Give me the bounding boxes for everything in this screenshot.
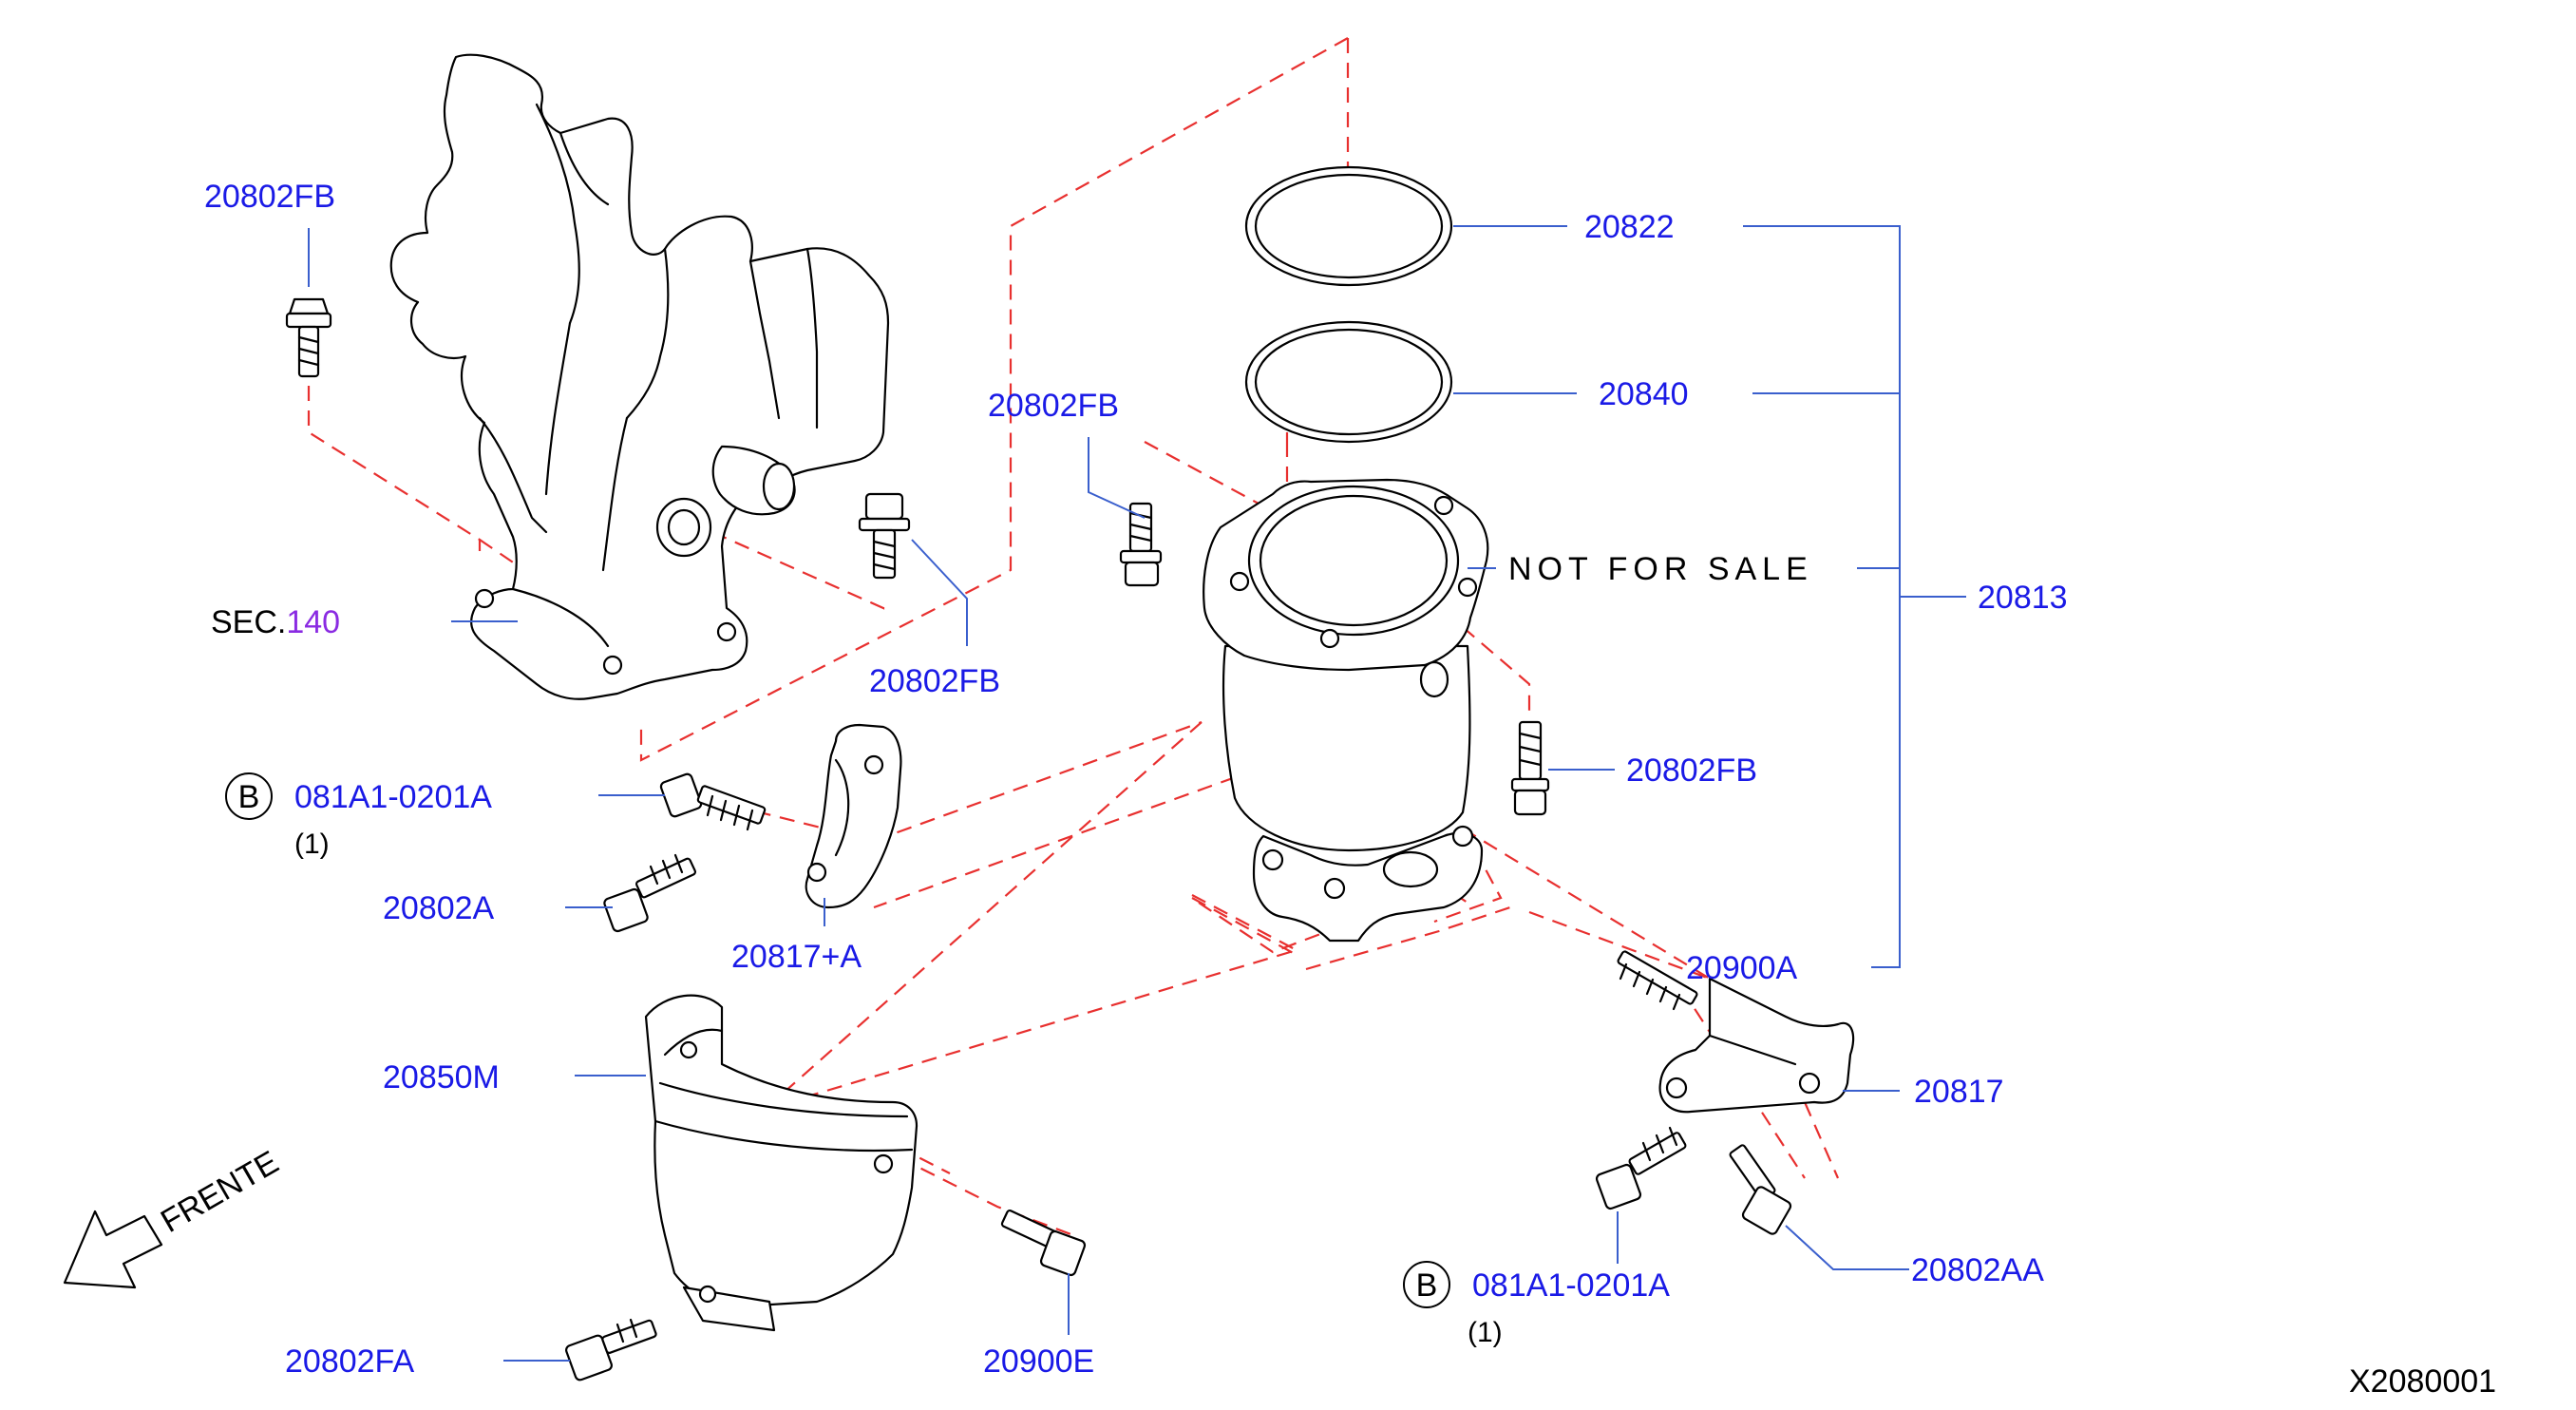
bolt-20802fb-top-left	[285, 297, 332, 378]
bolt-20802fb-lower	[1119, 502, 1163, 587]
label-20802fb-right: 20802FB	[1626, 753, 1757, 789]
exhaust-manifold	[389, 53, 890, 700]
label-20817: 20817	[1914, 1074, 2004, 1110]
callout-b-lower: B 081A1-0201A (1)	[1403, 1261, 1670, 1348]
label-20802fb-lower: 20802FB	[869, 663, 1000, 699]
bolt-081a1-0201a-lower	[1595, 1126, 1687, 1210]
gasket-ring-20822	[1244, 165, 1453, 287]
label-20850m: 20850M	[383, 1059, 500, 1096]
stud-20900a	[1617, 950, 1698, 1011]
callout-qty: (1)	[1468, 1317, 1503, 1348]
label-20802aa: 20802AA	[1911, 1252, 2044, 1288]
label-20900a: 20900A	[1686, 950, 1798, 986]
front-direction-indicator: FRENTE	[63, 1144, 285, 1289]
callout-badge: B	[238, 779, 260, 815]
leader-lines	[308, 225, 1966, 1362]
bolt-20802fb-mid	[858, 492, 911, 580]
front-arrow-icon	[63, 1210, 163, 1289]
label-20802a: 20802A	[383, 890, 495, 926]
callout-badge-circle	[1403, 1261, 1450, 1308]
diagram-code: X2080001	[2349, 1363, 2496, 1400]
catalytic-converter	[1203, 478, 1489, 943]
section-number: 140	[286, 604, 340, 640]
section-prefix: SEC.	[211, 604, 286, 640]
bracket-20817	[1658, 977, 1855, 1114]
bracket-20817-a	[805, 723, 902, 909]
label-20802fb-top-left: 20802FB	[204, 179, 335, 215]
seal-ring-20840	[1244, 320, 1453, 444]
not-for-sale-note: NOT FOR SALE	[1508, 551, 1813, 587]
front-label: FRENTE	[155, 1144, 285, 1240]
callout-badge-circle	[225, 772, 273, 820]
bolt-20802fa	[565, 1318, 657, 1381]
callout-code: 081A1-0201A	[1472, 1267, 1670, 1304]
label-20813: 20813	[1978, 580, 2068, 616]
bolt-20802a	[603, 853, 697, 933]
bolt-20802fb-right	[1510, 720, 1550, 816]
label-20900e: 20900E	[983, 1343, 1094, 1380]
callout-badge: B	[1416, 1267, 1438, 1304]
callout-qty: (1)	[294, 829, 330, 860]
label-20802fb-mid: 20802FB	[988, 388, 1119, 424]
label-20822: 20822	[1584, 209, 1675, 245]
heat-shield-20850m	[644, 994, 919, 1332]
callout-code: 081A1-0201A	[294, 779, 492, 815]
label-20840: 20840	[1599, 376, 1689, 412]
bolt-20900e	[1000, 1210, 1087, 1277]
callout-b-upper: B 081A1-0201A (1)	[225, 772, 492, 860]
bolt-20802aa	[1729, 1144, 1792, 1235]
label-20817-a: 20817+A	[731, 939, 862, 975]
section-reference: SEC.140	[211, 604, 340, 640]
label-20802fa: 20802FA	[285, 1343, 414, 1380]
bolt-081a1-0201a-upper	[659, 772, 767, 831]
